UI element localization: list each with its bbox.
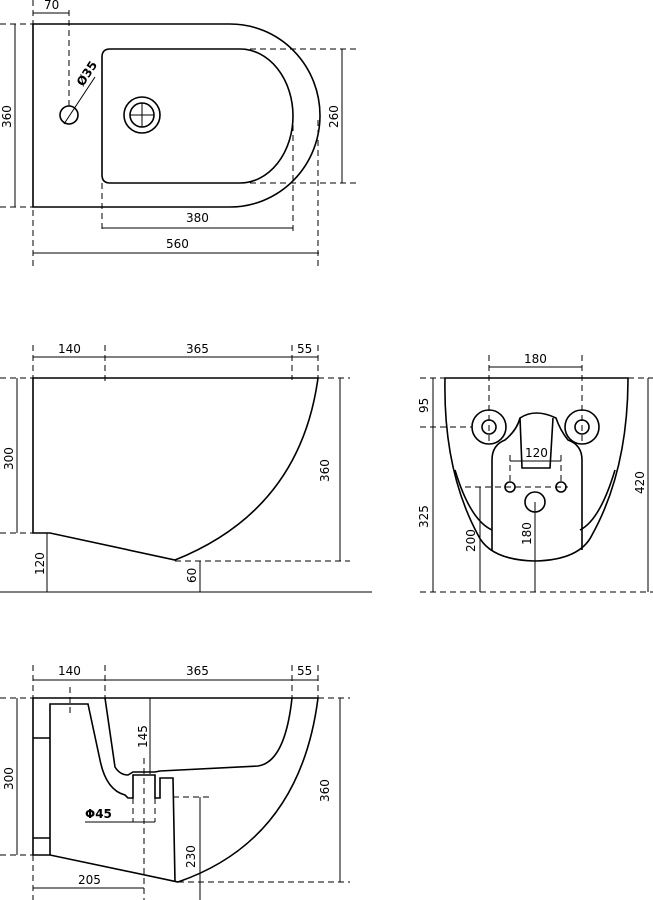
dim-70: 70 — [44, 0, 59, 12]
dim-55-side: 55 — [297, 342, 312, 356]
dim-180-drain: 180 — [520, 522, 534, 545]
section-slots — [33, 737, 50, 839]
dim-phi35: Ø35 — [74, 58, 100, 88]
dim-560: 560 — [166, 237, 189, 251]
dim-380: 380 — [186, 211, 209, 225]
bowl-outline-top — [101, 48, 294, 184]
dim-60-side: 60 — [185, 568, 199, 583]
dim-145: 145 — [136, 725, 150, 748]
front-back-wall — [491, 412, 583, 550]
dim-230: 230 — [184, 845, 198, 868]
bidet-outline-section — [32, 697, 319, 883]
tap-hole — [59, 105, 79, 125]
front-rim — [454, 469, 616, 531]
section-view: 140 365 55 145 300 360 Φ45 230 205 — [0, 664, 350, 900]
dim-140-side: 140 — [58, 342, 81, 356]
dim-95: 95 — [417, 398, 431, 413]
front-view: 180 95 120 325 420 200 180 — [417, 352, 653, 593]
dim-260: 260 — [327, 105, 341, 128]
dim-205: 205 — [78, 873, 101, 887]
dim-365-side: 365 — [186, 342, 209, 356]
section-wall — [49, 703, 176, 883]
dim-420: 420 — [633, 471, 647, 494]
drain-icon — [123, 96, 161, 134]
dim-55-section: 55 — [297, 664, 312, 678]
dim-140-section: 140 — [58, 664, 81, 678]
section-bowl — [104, 697, 293, 776]
dim-360-section: 360 — [318, 779, 332, 802]
bidet-outline-side — [32, 377, 319, 561]
drain-cross — [130, 103, 154, 127]
side-view: 140 365 55 300 360 120 60 — [0, 342, 372, 593]
bidet-outline-top — [32, 23, 321, 208]
dim-300-section: 300 — [2, 767, 16, 790]
dim-360-side: 360 — [318, 459, 332, 482]
dim-180-front: 180 — [524, 352, 547, 366]
front-inlet — [519, 417, 554, 469]
dim-200: 200 — [464, 529, 478, 552]
dim-365-section: 365 — [186, 664, 209, 678]
tap-leader — [63, 76, 96, 125]
dim-360-top: 360 — [0, 105, 14, 128]
dim-325: 325 — [417, 505, 431, 528]
dim-phi45: Φ45 — [85, 807, 112, 821]
dim-300-side: 300 — [2, 447, 16, 470]
dim-120-front: 120 — [525, 446, 548, 460]
dim-120-side: 120 — [33, 552, 47, 575]
top-view: Ø35 70 360 260 380 560 — [0, 0, 360, 270]
